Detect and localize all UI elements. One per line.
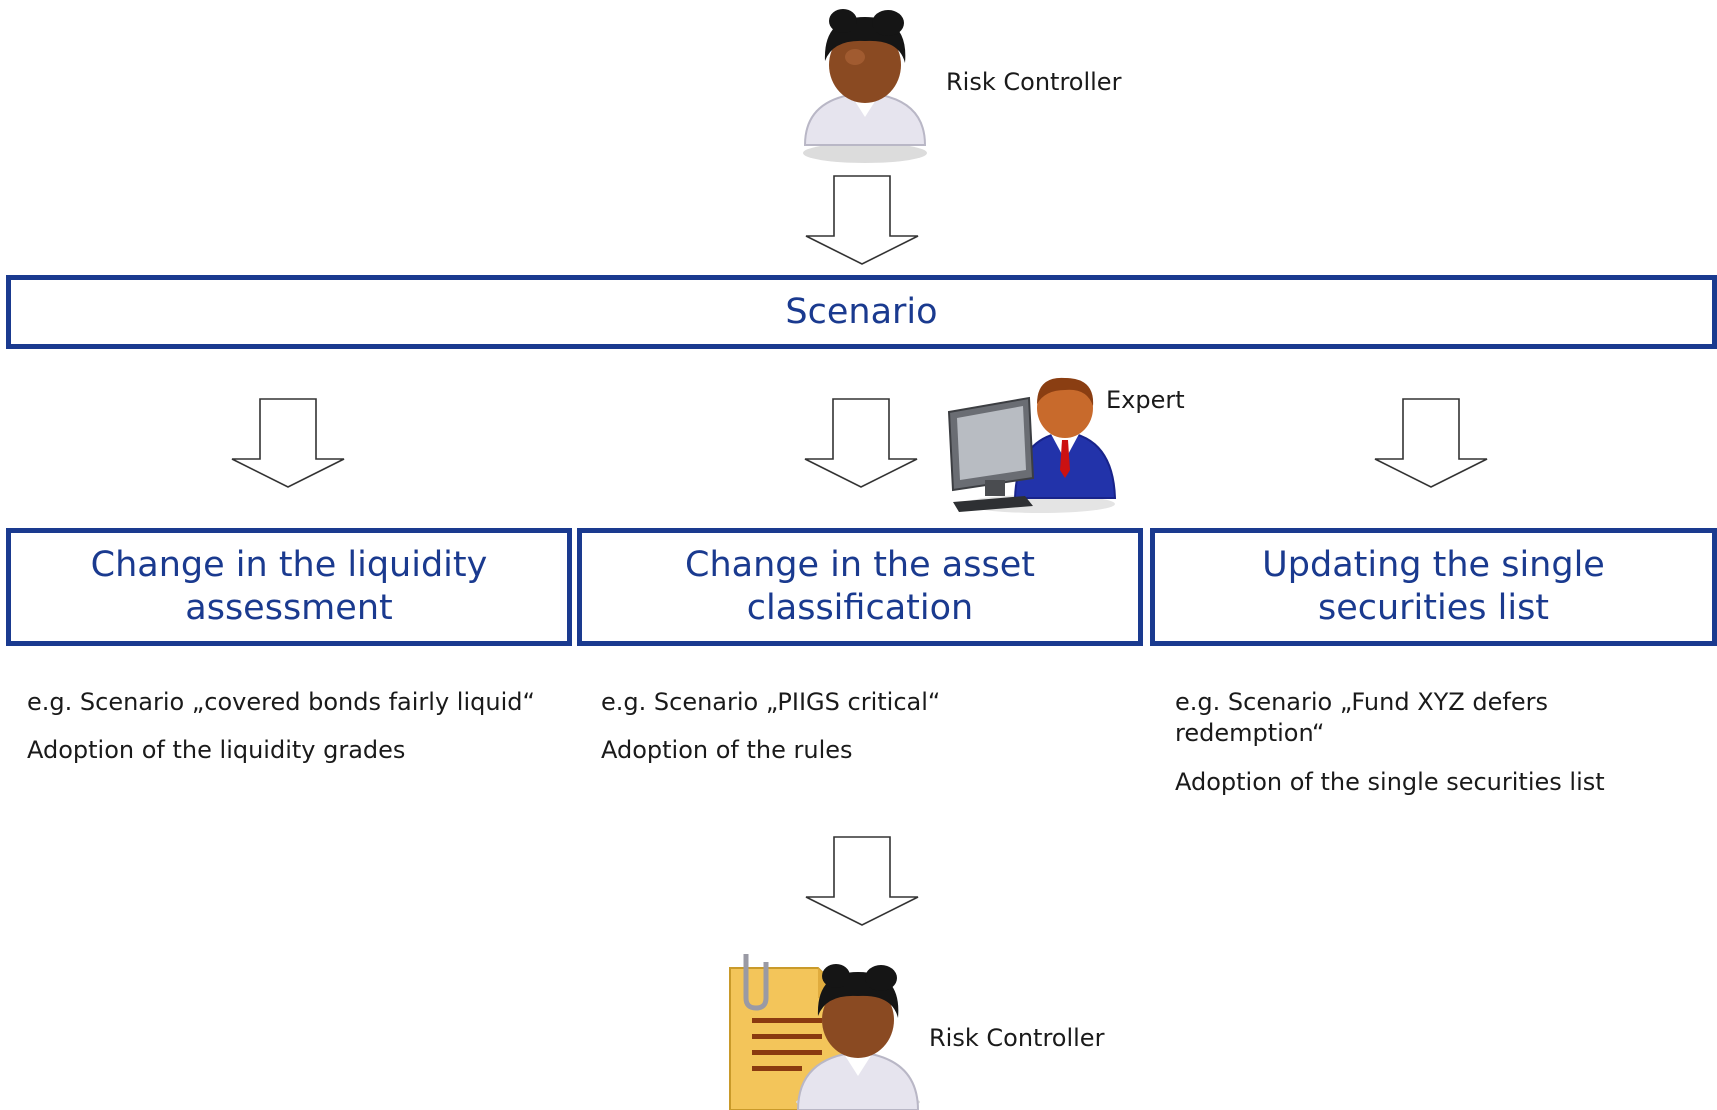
asset-example: e.g. Scenario „PIIGS critical“: [601, 688, 941, 716]
down-arrow-icon: [805, 175, 919, 265]
liquidity-adoption: Adoption of the liquidity grades: [27, 736, 406, 764]
asset-adoption: Adoption of the rules: [601, 736, 853, 764]
securities-list-title: Updating the single securities list: [1262, 545, 1605, 628]
securities-adoption: Adoption of the single securities list: [1175, 768, 1605, 796]
liquidity-assessment-title: Change in the liquidity assessment: [90, 545, 488, 628]
down-arrow-icon: [1374, 398, 1488, 488]
top-actor-label: Risk Controller: [946, 68, 1122, 96]
securities-example: e.g. Scenario „Fund XYZ defers redemptio…: [1175, 688, 1548, 747]
asset-classification-title: Change in the asset classification: [685, 545, 1035, 628]
down-arrow-icon: [804, 398, 918, 488]
securities-list-box: Updating the single securities list: [1150, 528, 1717, 646]
down-arrow-icon: [805, 836, 919, 926]
scenario-title: Scenario: [785, 291, 938, 332]
person-icon: [803, 9, 927, 163]
liquidity-assessment-box: Change in the liquidity assessment: [6, 528, 572, 646]
bottom-actor-label: Risk Controller: [929, 1024, 1105, 1052]
down-arrow-icon: [231, 398, 345, 488]
document-person-icon: [729, 954, 920, 1110]
expert-computer-icon: [947, 377, 1117, 513]
liquidity-example: e.g. Scenario „covered bonds fairly liqu…: [27, 688, 535, 716]
asset-classification-box: Change in the asset classification: [577, 528, 1143, 646]
scenario-box: Scenario: [6, 275, 1717, 349]
expert-label: Expert: [1106, 386, 1185, 414]
